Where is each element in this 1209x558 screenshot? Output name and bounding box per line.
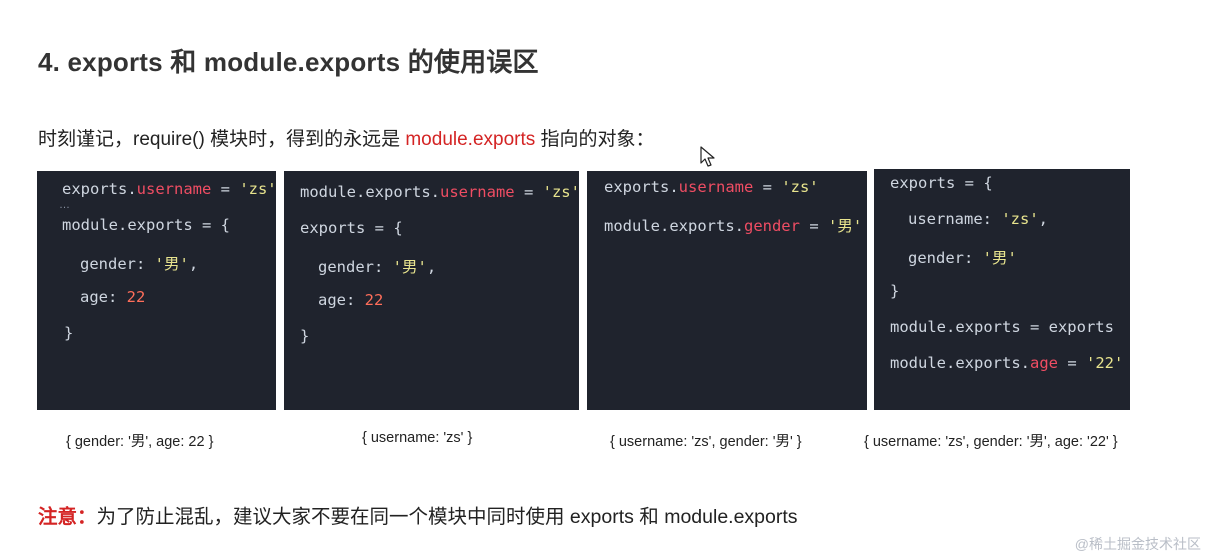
code-token-kw: module.exports. — [300, 183, 440, 201]
code-line: module.exports.age = '22' — [890, 354, 1123, 372]
code-panel-3: exports.username = 'zs' module.exports.g… — [587, 171, 867, 410]
code-line: module.exports.gender = '男' — [604, 214, 862, 236]
code-token-kw: module.exports. — [604, 217, 744, 235]
code-line: exports.username = 'zs' — [62, 180, 276, 198]
intro-text-after: 指向的对象： — [535, 129, 655, 150]
code-line: } — [64, 324, 73, 342]
code-token-prop: username — [439, 183, 515, 201]
code-panel-2: module.exports.username = 'zs' exports =… — [284, 171, 579, 410]
code-token-num: 22 — [126, 288, 146, 306]
code-line: gender: '男', — [318, 255, 436, 277]
code-line: module.exports = exports — [890, 318, 1114, 336]
code-token-kw: age: — [80, 288, 127, 306]
result-label-2: { username: 'zs' } — [362, 430, 473, 446]
code-token-op: = — [514, 183, 543, 201]
code-token-op: = — [1057, 354, 1086, 372]
code-line: exports = { — [890, 174, 993, 192]
result-label-3: { username: 'zs', gender: '男' } — [610, 434, 802, 450]
code-token-kw: } — [64, 324, 74, 342]
code-panel-1: exports.username = 'zs' … module.exports… — [37, 171, 276, 410]
intro-text-before: 时刻谨记，require() 模块时，得到的永远是 — [38, 129, 406, 150]
code-token-str: 'zs' — [781, 178, 819, 196]
code-line: module.exports.username = 'zs' — [300, 183, 579, 201]
code-token-str: '男' — [154, 255, 189, 273]
code-token-op: = — [799, 217, 828, 235]
code-line: age: 22 — [80, 288, 145, 306]
code-token-op: , — [188, 255, 199, 273]
note-label: 注意： — [38, 506, 97, 528]
code-token-kw: gender: — [80, 255, 155, 273]
code-token-kw: exports = { — [890, 174, 993, 192]
code-token-num: 22 — [364, 291, 384, 309]
code-line: gender: '男' — [908, 246, 1017, 268]
code-token-prop: username — [136, 180, 212, 198]
code-token-kw: gender: — [908, 249, 983, 267]
code-token-kw: module.exports = exports — [890, 318, 1114, 336]
code-token-kw: age: — [318, 291, 365, 309]
code-token-kw: gender: — [318, 258, 393, 276]
intro-highlight: module.exports — [405, 129, 536, 150]
code-line: age: 22 — [318, 291, 383, 309]
code-token-str: 'zs' — [239, 180, 276, 198]
code-token-str: '22' — [1085, 354, 1124, 372]
code-token-kw: module.exports. — [890, 354, 1030, 372]
code-token-kw: } — [300, 327, 310, 345]
note-sentence: 注意：为了防止混乱，建议大家不要在同一个模块中同时使用 exports 和 mo… — [38, 500, 798, 529]
watermark: @稀土掘金技术社区 — [1074, 536, 1201, 552]
result-label-1: { gender: '男', age: 22 } — [66, 434, 214, 450]
code-line: exports = { — [300, 219, 403, 237]
code-token-kw: module.exports = { — [62, 216, 230, 234]
code-token-prop: age — [1029, 354, 1058, 372]
note-text: 为了防止混乱，建议大家不要在同一个模块中同时使用 exports 和 modul… — [96, 506, 798, 528]
code-line: } — [300, 327, 309, 345]
code-token-kw: exports = { — [300, 219, 403, 237]
code-panel-4: exports = { username: 'zs', gender: '男' … — [874, 169, 1130, 410]
intro-sentence: 时刻谨记，require() 模块时，得到的永远是 module.exports… — [38, 124, 655, 151]
code-line: module.exports = { — [62, 216, 230, 234]
code-token-kw: } — [890, 282, 900, 300]
code-line: gender: '男', — [80, 252, 198, 274]
code-token-prop: username — [678, 178, 754, 196]
code-line: } — [890, 282, 899, 300]
code-token-op: = — [753, 178, 782, 196]
ellipsis-marker: … — [59, 199, 71, 211]
code-token-prop: gender — [743, 217, 800, 235]
code-token-op: , — [426, 258, 437, 276]
code-token-kw: exports. — [62, 180, 137, 198]
code-token-str: '男' — [982, 249, 1017, 267]
code-token-kw: exports. — [604, 178, 679, 196]
code-token-str: 'zs' — [542, 183, 579, 201]
code-token-str: '男' — [392, 258, 427, 276]
code-token-op: , — [1038, 210, 1048, 228]
result-label-4: { username: 'zs', gender: '男', age: '22'… — [864, 434, 1118, 450]
code-line: exports.username = 'zs' — [604, 178, 819, 196]
code-token-kw: username: — [908, 210, 1002, 228]
code-token-str: '男' — [827, 217, 863, 235]
code-token-str: 'zs' — [1001, 210, 1039, 228]
code-token-op: = — [211, 180, 240, 198]
code-line: username: 'zs', — [908, 210, 1048, 228]
mouse-cursor-icon — [700, 146, 715, 167]
page-title: 4. exports 和 module.exports 的使用误区 — [38, 47, 539, 77]
